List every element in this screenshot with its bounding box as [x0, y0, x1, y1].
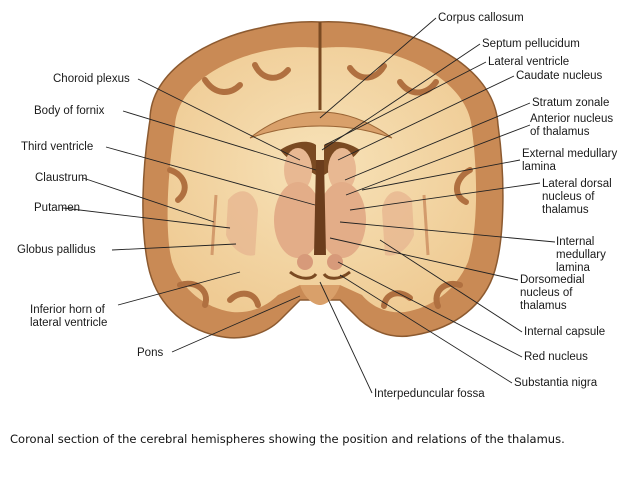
putamen-left: [226, 191, 258, 256]
label-septum-pellucidum: Septum pellucidum: [482, 38, 580, 50]
label-pons: Pons: [137, 347, 164, 359]
label-anterior-nucleus: Anterior nucleus of thalamus: [530, 113, 614, 138]
label-stratum-zonale: Stratum zonale: [532, 97, 610, 109]
label-substantia-nigra: Substantia nigra: [514, 377, 598, 389]
putamen-right: [382, 191, 414, 256]
pons: [300, 285, 340, 305]
label-choroid-plexus: Choroid plexus: [53, 73, 130, 85]
thalamus-right: [318, 182, 366, 258]
label-globus-pallidus: Globus pallidus: [17, 244, 96, 256]
figure-caption: Coronal section of the cerebral hemisphe…: [10, 432, 565, 446]
caudate-nucleus-left: [284, 148, 312, 192]
red-nucleus-right: [327, 254, 343, 270]
label-claustrum: Claustrum: [35, 172, 88, 184]
label-inferior-horn: Inferior horn of lateral ventricle: [30, 304, 108, 329]
brain-coronal-section-illustration: [62, 17, 556, 394]
caudate-nucleus-right: [328, 148, 356, 192]
corpus-callosum: [249, 111, 393, 139]
third-ventricle: [314, 160, 326, 255]
label-putamen: Putamen: [34, 202, 81, 214]
label-lateral-ventricle: Lateral ventricle: [488, 56, 570, 68]
red-nucleus-left: [297, 254, 313, 270]
label-body-of-fornix: Body of fornix: [34, 105, 105, 117]
label-caudate-nucleus: Caudate nucleus: [516, 70, 603, 82]
label-lateral-dorsal-nucleus: Lateral dorsal nucleus of thalamus: [542, 178, 612, 216]
label-internal-medullary-lamina: Internal medullary lamina: [556, 236, 606, 274]
label-corpus-callosum: Corpus callosum: [438, 12, 524, 24]
label-internal-capsule: Internal capsule: [524, 326, 606, 338]
label-external-medullary-lamina: External medullary lamina: [522, 148, 618, 173]
label-interpeduncular-fossa: Interpeduncular fossa: [374, 388, 485, 400]
label-red-nucleus: Red nucleus: [524, 351, 588, 363]
label-dorsomedial-nucleus: Dorsomedial nucleus of thalamus: [520, 274, 585, 312]
thalamus-left: [274, 182, 322, 258]
label-third-ventricle: Third ventricle: [21, 141, 94, 153]
